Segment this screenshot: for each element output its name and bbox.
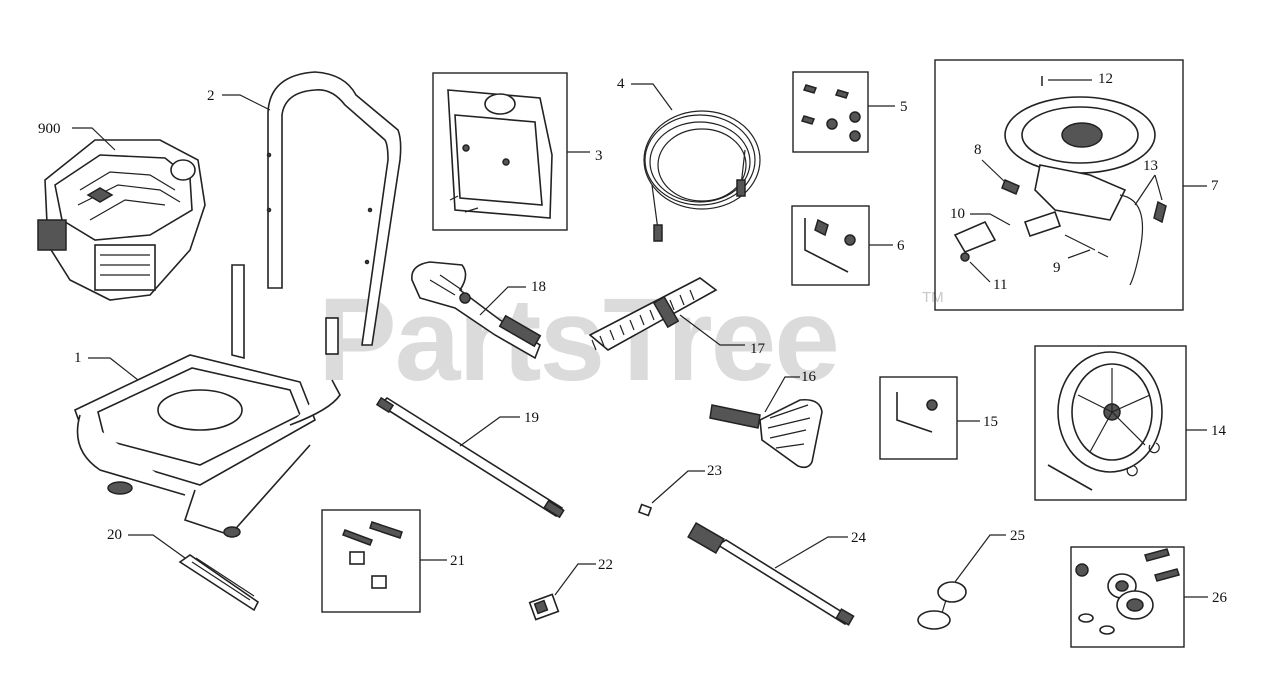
wheel-box — [1034, 345, 1187, 501]
hardware-box — [321, 509, 421, 613]
callout-11: 11 — [993, 277, 1007, 293]
deck-brush-part[interactable] — [588, 277, 718, 351]
callout-23: 23 — [707, 463, 722, 479]
cap-part[interactable] — [917, 581, 967, 630]
hose-part[interactable] — [643, 110, 761, 242]
nozzle-part[interactable] — [178, 554, 260, 612]
lance-part[interactable] — [687, 522, 855, 626]
scrub-brush-part[interactable] — [709, 398, 823, 469]
callout-1: 1 — [74, 350, 82, 366]
callout-21: 21 — [450, 553, 465, 569]
callout-18: 18 — [531, 279, 546, 295]
callout-19: 19 — [524, 410, 539, 426]
callout-25: 25 — [1010, 528, 1025, 544]
bolts-box — [792, 71, 869, 153]
bearings-part[interactable] — [1075, 548, 1180, 635]
callout-22: 22 — [598, 557, 613, 573]
callout-15: 15 — [983, 414, 998, 430]
callout-17: 17 — [750, 341, 766, 357]
callout-24: 24 — [851, 530, 867, 546]
pump-part[interactable] — [953, 76, 1167, 286]
frame-part[interactable] — [74, 264, 341, 538]
fuel-tank-part[interactable] — [447, 89, 553, 219]
callout-20: 20 — [107, 527, 122, 543]
callout-16: 16 — [801, 369, 817, 385]
coupler-part[interactable] — [528, 593, 560, 621]
callout-6: 6 — [897, 238, 905, 254]
callout-2: 2 — [207, 88, 215, 104]
axle2-part[interactable] — [896, 392, 938, 433]
callout-9: 9 — [1053, 260, 1061, 276]
axle2-box — [879, 376, 958, 460]
callout-12: 12 — [1098, 71, 1113, 87]
engine-part[interactable] — [37, 139, 206, 301]
callout-8: 8 — [974, 142, 982, 158]
wand-part[interactable] — [375, 396, 565, 519]
watermark-text: PartsTree — [318, 274, 838, 406]
wheel-part[interactable] — [1047, 351, 1163, 491]
callout-900: 900 — [38, 121, 61, 137]
callout-5: 5 — [900, 99, 908, 115]
spray-gun-part[interactable] — [411, 261, 542, 360]
callout-3: 3 — [595, 148, 603, 164]
plug-part[interactable] — [637, 503, 653, 517]
callout-26: 26 — [1212, 590, 1228, 606]
watermark-trademark: TM — [922, 289, 944, 306]
handle-part[interactable] — [266, 71, 402, 346]
pump-box — [934, 59, 1184, 311]
callout-7: 7 — [1211, 178, 1219, 194]
hardware-part[interactable] — [342, 521, 403, 589]
axle-part[interactable] — [804, 218, 856, 273]
callout-14: 14 — [1211, 423, 1227, 439]
callout-10: 10 — [950, 206, 965, 222]
bolts-part[interactable] — [800, 84, 861, 142]
callout-4: 4 — [617, 76, 625, 92]
callout-13: 13 — [1143, 158, 1158, 174]
